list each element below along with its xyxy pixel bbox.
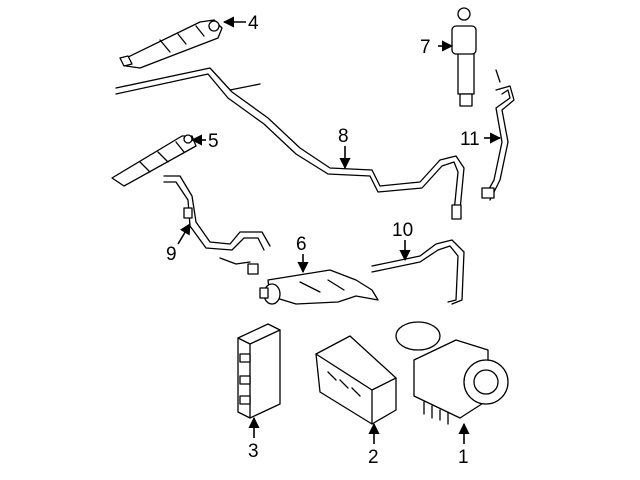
- callout-5: 5: [208, 131, 219, 152]
- callout-6: 6: [296, 234, 307, 255]
- callout-2: 2: [368, 447, 379, 468]
- callout-11: 11: [460, 129, 480, 150]
- part-5-actuator: [111, 134, 197, 187]
- callout-10: 10: [392, 220, 413, 241]
- callout-3: 3: [248, 441, 259, 462]
- callout-9: 9: [166, 244, 177, 265]
- part-7-strut: [451, 7, 477, 107]
- part-8-tube: [115, 67, 465, 220]
- callout-7: 7: [420, 37, 431, 58]
- callout-8: 8: [338, 126, 349, 147]
- callout-4: 4: [248, 13, 259, 34]
- callout-1: 1: [458, 447, 469, 468]
- part-3-module: [237, 323, 281, 419]
- part-11-cable: [481, 69, 515, 201]
- part-6-valve: [259, 269, 379, 305]
- part-9-hose: [163, 175, 271, 275]
- part-4-actuator: [119, 19, 223, 69]
- callout-lines: [177, 16, 502, 444]
- part-1-pump: [395, 321, 509, 425]
- part-2-bracket: [315, 335, 397, 425]
- part-10-hose: [371, 239, 465, 305]
- callout-labels: 4 5 7 8 11 9 6 10 3 2 1: [166, 13, 480, 468]
